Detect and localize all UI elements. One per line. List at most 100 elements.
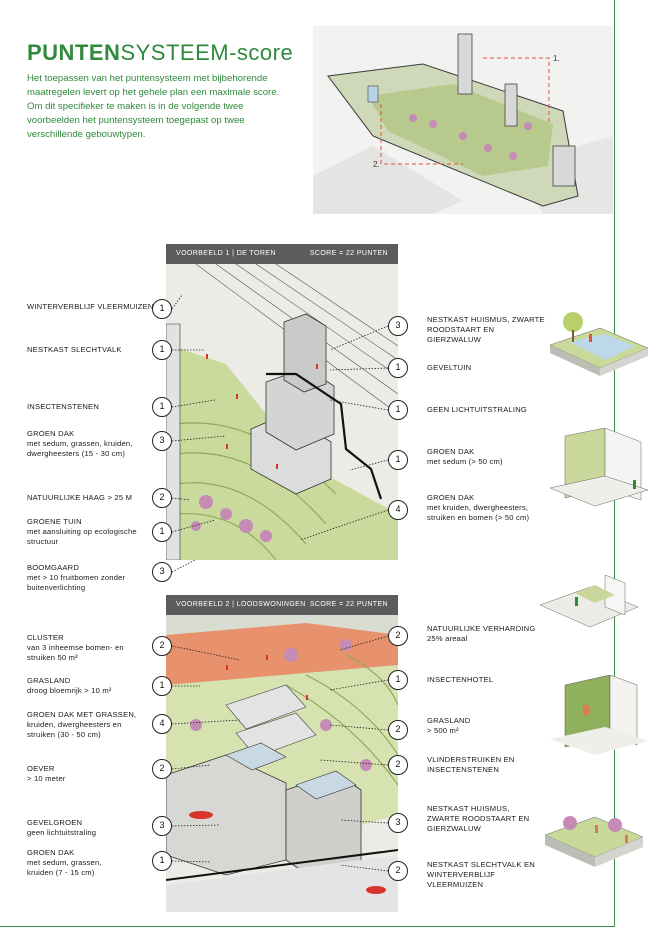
thumb-groen-dak-sedum	[549, 428, 649, 507]
label-title: GRASLAND	[427, 716, 471, 725]
ex2-right-label-4: VLINDERSTRUIKEN EN INSECTENSTENEN	[427, 755, 537, 775]
thumb-geveltuin	[549, 312, 649, 376]
ex2-right-points-6: 2	[388, 861, 408, 881]
label-sub: met kruiden, dwergheesters, struiken en …	[427, 503, 530, 522]
ex2-right-points-1: 2	[388, 626, 408, 646]
ex1-left-points-7: 3	[152, 562, 172, 582]
label-sub: van 3 inheemse bomen- en struiken 50 m²	[27, 643, 124, 662]
example1-title: VOORBEELD 1 | DE TOREN	[176, 250, 276, 257]
title-light: SYSTEEM-score	[120, 40, 294, 65]
masterplan-illustration: 1. 2.	[313, 26, 613, 214]
loods-drawing	[166, 615, 398, 912]
ex1-left-points-4: 3	[152, 431, 172, 451]
label-title: NATUURLIJKE HAAG > 25 m	[27, 493, 133, 502]
label-title: GROEN DAK	[27, 848, 75, 857]
ex1-left-points-6: 1	[152, 522, 172, 542]
label-sub: met sedum (> 50 cm)	[427, 457, 503, 466]
label-title: INSECTENHOTEL	[427, 675, 494, 684]
label-title: GROEN DAK	[427, 447, 475, 456]
ex2-left-points-4: 2	[152, 759, 172, 779]
label-sub: met aansluiting op ecologische structuur	[27, 527, 137, 546]
example1-illustration	[166, 264, 398, 560]
label-title: WINTERVERBLIJF VLEERMUIZEN	[27, 302, 154, 311]
label-title: NESTKAST HUISMUS, ZWARTE ROODSTAART EN G…	[427, 804, 530, 833]
ex1-right-points-3: 1	[388, 400, 408, 420]
ex2-right-points-3: 2	[388, 720, 408, 740]
label-title: GROEN DAK met grassen,	[27, 710, 137, 719]
label-title: INSECTENSTENEN	[27, 402, 99, 411]
example2-header-bar: VOORBEELD 2 | LOODSWONINGEN SCORE = 22 P…	[166, 595, 398, 615]
ex1-left-label-2: NESTKAST SLECHTVALK	[27, 345, 122, 355]
label-sub: met > 10 fruitbomen zonder buitenverlich…	[27, 573, 126, 592]
label-title: OEVER	[27, 764, 55, 773]
example1-score: SCORE = 22 PUNTEN	[309, 250, 388, 257]
ex1-left-points-3: 1	[152, 397, 172, 417]
label-title: GRASLAND	[27, 676, 71, 685]
label-sub: 25% areaal	[427, 634, 468, 643]
label-title: GEVELGROEN	[27, 818, 83, 827]
label-title: NESTKAST SLECHTVALK EN WINTERVERBLIJF VL…	[427, 860, 535, 889]
label-sub: > 500 m²	[427, 726, 459, 735]
label-title: VLINDERSTRUIKEN EN INSECTENSTENEN	[427, 755, 515, 774]
label-sub: met sedum, grassen, kruiden, dwergheeste…	[27, 439, 133, 458]
label-title: CLUSTER	[27, 633, 64, 642]
ex2-right-points-5: 3	[388, 813, 408, 833]
hero-label-2: 2.	[373, 160, 380, 169]
label-title: GEEN LICHTUITSTRALING	[427, 405, 527, 414]
ex1-right-points-5: 4	[388, 500, 408, 520]
label-sub: droog bloemrijk > 10 m²	[27, 686, 112, 695]
label-title: BOOMGAARD	[27, 563, 80, 572]
ex1-left-label-5: NATUURLIJKE HAAG > 25 m	[27, 493, 132, 503]
ex1-left-label-3: INSECTENSTENEN	[27, 402, 99, 412]
ex2-left-label-4: OEVER> 10 meter	[27, 764, 149, 784]
page-title: PUNTENSYSTEEM-score	[27, 40, 293, 66]
ex1-left-label-1: WINTERVERBLIJF VLEERMUIZEN	[27, 302, 154, 312]
ex1-right-label-3: GEEN LICHTUITSTRALING	[427, 405, 527, 415]
tower-drawing	[166, 264, 398, 560]
ex2-right-points-2: 1	[388, 670, 408, 690]
ex2-left-points-5: 3	[152, 816, 172, 836]
thumb-insectenhotel	[550, 675, 648, 755]
label-sub: > 10 meter	[27, 774, 66, 783]
title-bold: PUNTEN	[27, 40, 121, 65]
label-title: GROENE TUIN	[27, 517, 82, 526]
label-title: NESTKAST SLECHTVALK	[27, 345, 122, 354]
ex2-left-points-1: 2	[152, 636, 172, 656]
ex2-right-points-4: 2	[388, 755, 408, 775]
example2-illustration	[166, 615, 398, 912]
ex1-left-points-1: 1	[152, 299, 172, 319]
ex2-left-points-2: 1	[152, 676, 172, 696]
ex1-left-points-5: 2	[152, 488, 172, 508]
label-sub: kruiden, dwergheesters en struiken (30 -…	[27, 720, 122, 739]
ex1-right-points-4: 1	[388, 450, 408, 470]
label-title: GROEN DAK	[27, 429, 75, 438]
ex2-right-label-5: NESTKAST HUISMUS, ZWARTE ROODSTAART EN G…	[427, 804, 537, 834]
ex1-left-points-2: 1	[152, 340, 172, 360]
thumb-natuurlijke-verharding	[539, 574, 639, 628]
ex1-right-points-2: 1	[388, 358, 408, 378]
hero-label-1: 1.	[553, 54, 560, 63]
label-sub: met sedum, grassen, kruiden (7 - 15 cm)	[27, 858, 102, 877]
label-sub: geen lichtuitstraling	[27, 828, 97, 837]
example2-title: VOORBEELD 2 | LOODSWONINGEN	[176, 601, 306, 608]
ex2-left-label-3: GROEN DAK met grassen,kruiden, dwerghees…	[27, 710, 149, 740]
ex1-right-points-1: 3	[388, 316, 408, 336]
label-title: NATUURLIJKE VERHARDING	[427, 624, 536, 633]
ex2-right-label-2: INSECTENHOTEL	[427, 675, 493, 685]
ex1-right-label-2: GEVELTUIN	[427, 363, 471, 373]
thumb-vlinderstruiken	[544, 816, 644, 867]
label-title: NESTKAST HUISMUS, ZWARTE ROODSTAART EN G…	[427, 315, 545, 344]
ex1-right-label-1: NESTKAST HUISMUS, ZWARTE ROODSTAART EN G…	[427, 315, 547, 345]
ex2-right-label-6: NESTKAST SLECHTVALK EN WINTERVERBLIJF VL…	[427, 860, 545, 890]
example1-header-bar: VOORBEELD 1 | DE TOREN SCORE = 22 PUNTEN	[166, 244, 398, 264]
